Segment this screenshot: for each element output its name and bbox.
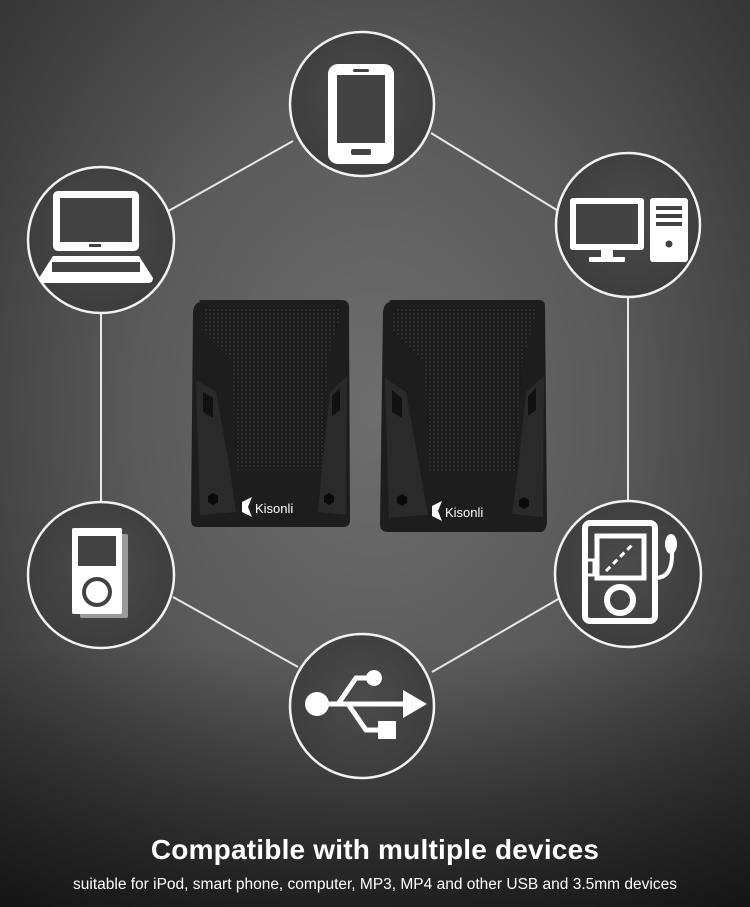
ipod-icon	[72, 528, 128, 618]
usb-icon	[305, 670, 427, 739]
right-speaker: Kisonli	[380, 300, 547, 532]
left-speaker: Kisonli	[191, 300, 350, 527]
mp4-player-icon	[582, 520, 677, 624]
mp4-player-circle	[553, 499, 703, 649]
speaker-brand-left: Kisonli	[255, 501, 293, 516]
headline: Compatible with multiple devices	[150, 834, 600, 865]
kisonli-logo-right: Kisonli	[432, 501, 483, 521]
kisonli-logo-left: Kisonli	[242, 497, 293, 517]
laptop-icon	[39, 191, 153, 283]
smartphone-icon	[328, 64, 394, 164]
connector-lines	[100, 132, 629, 673]
speaker-brand-right: Kisonli	[445, 505, 483, 520]
desktop-computer-icon	[570, 198, 688, 262]
subline: suitable for iPod, smart phone, computer…	[73, 876, 677, 893]
